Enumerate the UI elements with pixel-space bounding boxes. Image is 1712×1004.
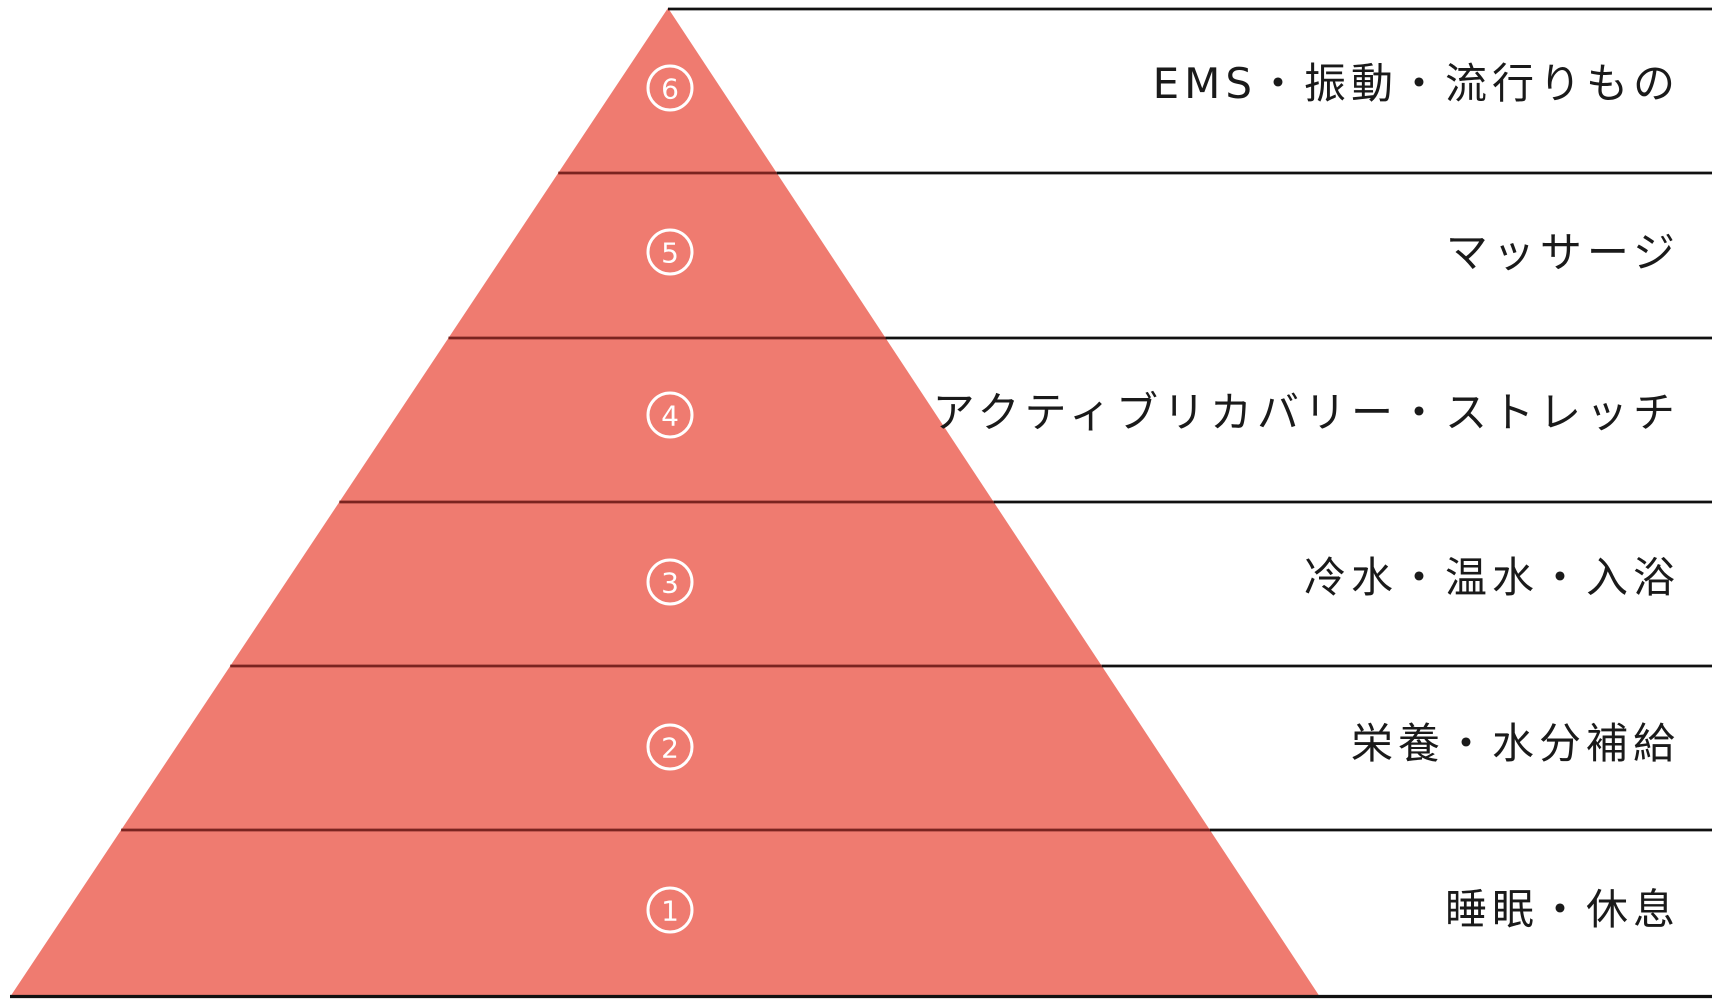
level-label: 栄養・水分補給 xyxy=(1350,719,1680,768)
level-badge: 3 xyxy=(646,558,694,606)
level-badge: 2 xyxy=(646,723,694,771)
level-number: 6 xyxy=(661,73,679,106)
level-label: EMS・振動・流行りもの xyxy=(1152,59,1680,108)
level-number: 1 xyxy=(661,895,679,928)
level-number: 4 xyxy=(661,400,679,433)
level-badge-circle xyxy=(646,723,694,771)
level-label: 冷水・温水・入浴 xyxy=(1303,553,1680,602)
level-badge: 5 xyxy=(646,228,694,276)
level-badge-circle xyxy=(646,886,694,934)
level-badge-circle xyxy=(646,64,694,112)
level-number: 5 xyxy=(661,237,679,270)
level-badge-circle xyxy=(646,391,694,439)
level-badge: 6 xyxy=(646,64,694,112)
level-badge: 1 xyxy=(646,886,694,934)
level-badge-circle xyxy=(646,228,694,276)
level-number: 3 xyxy=(661,567,679,600)
level-label: 睡眠・休息 xyxy=(1444,885,1680,934)
level-badge-circle xyxy=(646,558,694,606)
level-label: アクティブリカバリー・ストレッチ xyxy=(932,388,1680,437)
level-number: 2 xyxy=(661,732,679,765)
level-badge: 4 xyxy=(646,391,694,439)
level-label: マッサージ xyxy=(1445,228,1680,277)
